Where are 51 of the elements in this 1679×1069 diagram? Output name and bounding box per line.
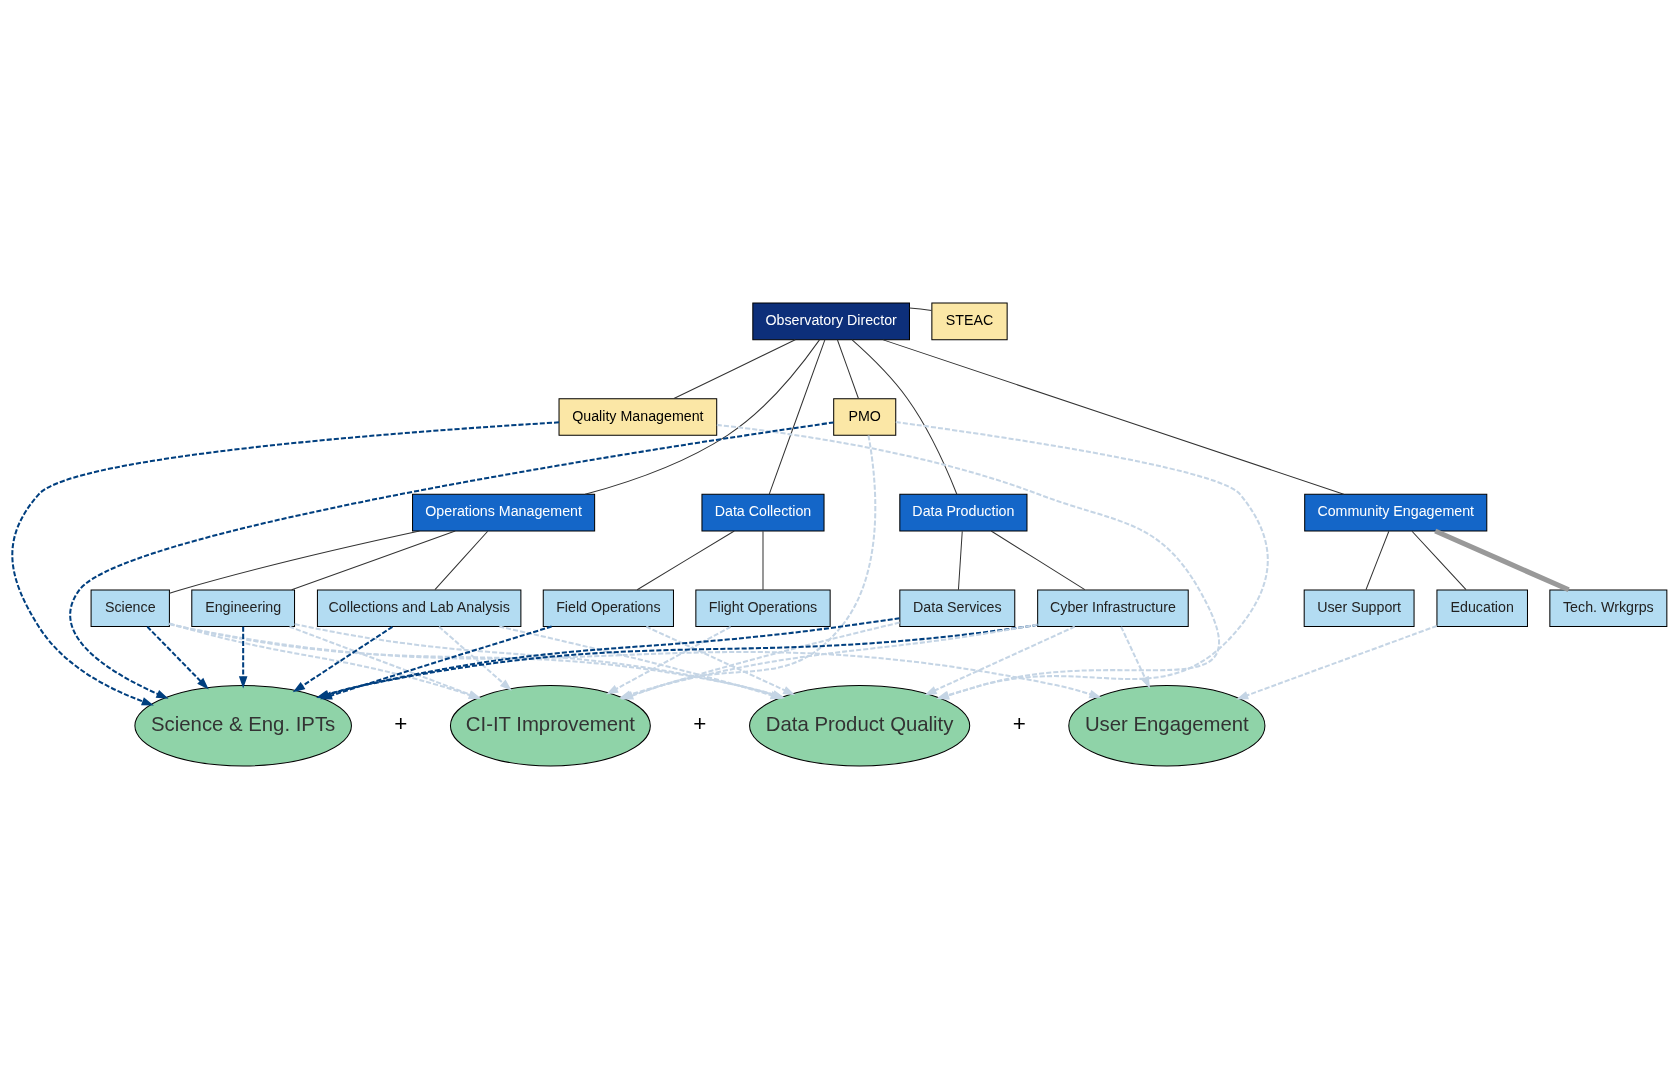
arrow xyxy=(1236,624,1438,700)
node-box: Education xyxy=(1436,589,1528,628)
node-box: Operations Management xyxy=(412,493,596,532)
node-box: Collections and Lab Analysis xyxy=(316,589,522,628)
arrow xyxy=(11,421,560,706)
connector xyxy=(636,530,735,591)
connector xyxy=(909,307,933,311)
node-box: PMO xyxy=(833,398,897,436)
arrow xyxy=(438,626,512,691)
arrow xyxy=(238,626,248,689)
node-box: STEAC xyxy=(931,302,1008,341)
node-box: Quality Management xyxy=(558,398,718,436)
node-box: Tech. Wrkgrps xyxy=(1549,589,1668,628)
connector xyxy=(1434,528,1570,593)
connector xyxy=(836,339,859,399)
arrow xyxy=(645,625,796,696)
node-box: Cyber Infrastructure xyxy=(1037,589,1189,628)
label: + xyxy=(1012,711,1026,737)
arrow xyxy=(895,421,1269,700)
node-box: Science xyxy=(90,589,170,628)
connector xyxy=(768,339,826,495)
connector xyxy=(291,530,456,591)
node-box: Data Collection xyxy=(701,493,825,532)
connector xyxy=(169,530,421,594)
connector xyxy=(1411,530,1467,591)
node-box: Community Engagement xyxy=(1304,493,1488,532)
connector xyxy=(957,530,963,591)
connector xyxy=(434,530,489,591)
node-box: Flight Operations xyxy=(695,589,831,628)
connector xyxy=(990,530,1086,591)
node-box: Engineering xyxy=(191,589,296,628)
node-box: Data Services xyxy=(899,589,1016,628)
arrow xyxy=(292,625,393,693)
connector xyxy=(762,530,764,591)
arrow xyxy=(146,626,209,690)
node-ellipse: Science & Eng. IPTs xyxy=(134,685,352,767)
arrow xyxy=(606,625,732,695)
arrow xyxy=(1120,626,1151,689)
arrow xyxy=(924,625,1076,696)
connector xyxy=(851,339,958,495)
connector xyxy=(882,339,1345,495)
node-box: Observatory Director xyxy=(752,302,910,341)
node-box: User Support xyxy=(1303,589,1415,628)
node-box: Field Operations xyxy=(542,589,674,628)
connector xyxy=(584,339,820,495)
label: + xyxy=(394,711,408,737)
node-box: Data Production xyxy=(899,493,1028,532)
connector xyxy=(673,339,796,400)
connector xyxy=(1365,530,1390,591)
node-ellipse: User Engagement xyxy=(1068,685,1266,767)
label: + xyxy=(693,711,707,737)
